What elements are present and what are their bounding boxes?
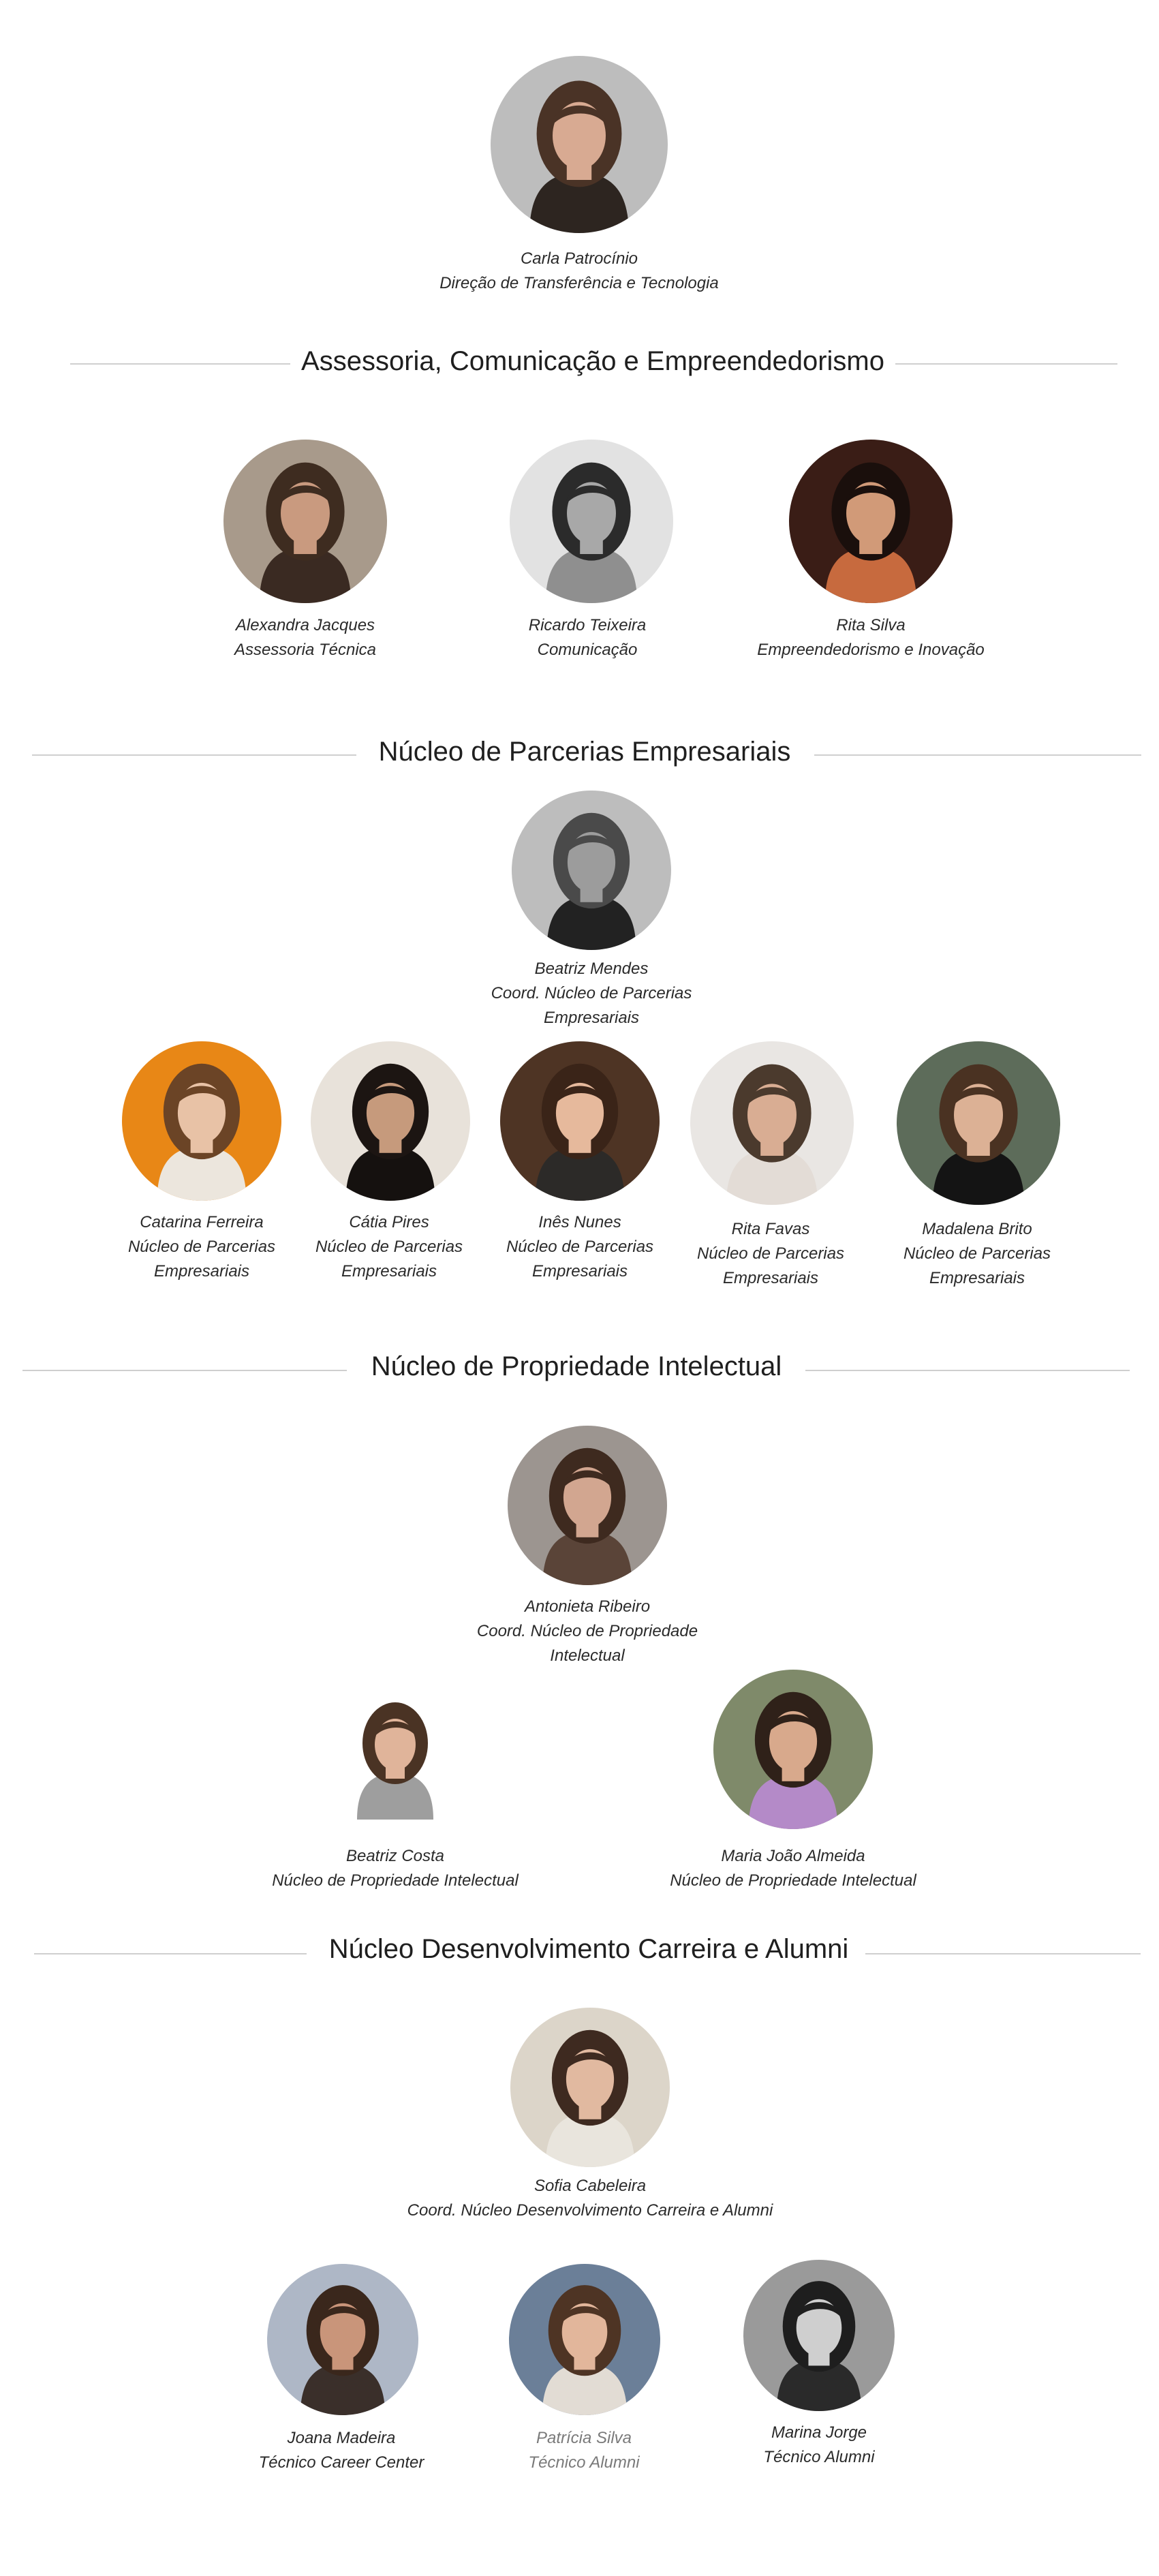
avatar-marina-jorge [743, 2260, 895, 2411]
person-beatriz-costa: Beatriz Costa Núcleo de Propriedade Inte… [252, 1844, 538, 1893]
person-name: Rita Favas [731, 1220, 810, 1238]
person-role: Assessoria Técnica [234, 641, 377, 659]
avatar-catia-pires [311, 1041, 470, 1201]
person-marina-jorge: Marina Jorge Técnico Alumni [676, 2421, 962, 2470]
section-divider-right [865, 1953, 1141, 1954]
avatar-ricardo-teixeira [510, 440, 673, 603]
person-role: Núcleo de Parcerias Empresariais [315, 1238, 463, 1281]
section-title-propriedade: Núcleo de Propriedade Intelectual [360, 1349, 793, 1383]
person-role: Técnico Career Center [258, 2453, 424, 2472]
person-name: Ricardo Teixeira [528, 616, 647, 634]
section-title-carreira: Núcleo Desenvolvimento Carreira e Alumni [318, 1932, 860, 1966]
person-name: Maria João Almeida [721, 1847, 865, 1865]
person-role: Núcleo de Parcerias Empresariais [696, 1244, 845, 1287]
section-divider-right [814, 754, 1141, 756]
avatar-antonieta-ribeiro [508, 1426, 667, 1585]
avatar-catarina-ferreira [122, 1041, 281, 1201]
person-name: Alexandra Jacques [235, 616, 375, 634]
person-ricardo-teixeira: Ricardo Teixeira Comunicação [444, 613, 730, 662]
section-divider-right [805, 1370, 1130, 1371]
person-role: Núcleo de Parcerias Empresariais [903, 1244, 1051, 1287]
person-name: Marina Jorge [771, 2423, 867, 2442]
person-rita-favas: Rita Favas Núcleo de Parcerias Empresari… [689, 1217, 852, 1291]
avatar-carla-patrocinio [491, 56, 668, 233]
avatar-madalena-brito [897, 1041, 1060, 1205]
person-beatriz-mendes: Beatriz Mendes Coord. Núcleo de Parceria… [448, 957, 735, 1030]
avatar-maria-joao-almeida [713, 1670, 873, 1829]
person-name: Cátia Pires [349, 1213, 429, 1231]
person-name: Madalena Brito [922, 1220, 1032, 1238]
person-catarina-ferreira: Catarina Ferreira Núcleo de Parcerias Em… [120, 1210, 283, 1284]
person-carla-patrocinio: Carla Patrocínio Direção de Transferênci… [436, 247, 722, 296]
avatar-joana-madeira [267, 2264, 418, 2415]
person-name: Beatriz Mendes [534, 960, 649, 978]
person-role: Técnico Alumni [528, 2453, 640, 2472]
section-title-assessoria: Assessoria, Comunicação e Empreendedoris… [290, 344, 895, 378]
person-role: Comunicação [537, 641, 638, 659]
avatar-beatriz-costa [341, 1683, 450, 1820]
person-name: Carla Patrocínio [520, 249, 638, 268]
person-rita-silva: Rita Silva Empreendedorismo e Inovação [728, 613, 1014, 662]
person-role: Coord. Núcleo de Parcerias Empresariais [491, 984, 692, 1027]
person-joana-madeira: Joana Madeira Técnico Career Center [198, 2426, 484, 2475]
person-role: Núcleo de Propriedade Intelectual [670, 1871, 916, 1890]
avatar-alexandra-jacques [223, 440, 387, 603]
avatar-rita-favas [690, 1041, 854, 1205]
person-name: Joana Madeira [287, 2429, 396, 2447]
avatar-ines-nunes [500, 1041, 660, 1201]
person-catia-pires: Cátia Pires Núcleo de Parcerias Empresar… [307, 1210, 471, 1284]
person-name: Beatriz Costa [345, 1847, 445, 1865]
section-divider-left [70, 363, 295, 365]
person-name: Patrícia Silva [536, 2429, 632, 2447]
person-role: Empreendedorismo e Inovação [757, 641, 985, 659]
section-title-parcerias: Núcleo de Parcerias Empresariais [367, 735, 802, 769]
section-divider-left [34, 1953, 307, 1954]
person-ines-nunes: Inês Nunes Núcleo de Parcerias Empresari… [498, 1210, 662, 1284]
person-role: Núcleo de Propriedade Intelectual [272, 1871, 519, 1890]
person-role: Núcleo de Parcerias Empresariais [127, 1238, 276, 1281]
section-divider-left [22, 1370, 347, 1371]
avatar-rita-silva [789, 440, 953, 603]
avatar-patricia-silva [509, 2264, 660, 2415]
person-role: Coord. Núcleo Desenvolvimento Carreira e… [407, 2201, 773, 2220]
avatar-beatriz-mendes [512, 791, 671, 950]
avatar-sofia-cabeleira [510, 2008, 670, 2167]
person-name: Inês Nunes [538, 1213, 621, 1231]
section-divider-right [886, 363, 1117, 365]
person-sofia-cabeleira: Sofia Cabeleira Coord. Núcleo Desenvolvi… [372, 2174, 808, 2223]
person-name: Antonieta Ribeiro [524, 1597, 651, 1616]
person-alexandra-jacques: Alexandra Jacques Assessoria Técnica [162, 613, 448, 662]
person-role: Coord. Núcleo de Propriedade Intelectual [476, 1622, 698, 1665]
person-madalena-brito: Madalena Brito Núcleo de Parcerias Empre… [895, 1217, 1059, 1291]
person-name: Rita Silva [836, 616, 906, 634]
person-name: Catarina Ferreira [140, 1213, 264, 1231]
person-maria-joao-almeida: Maria João Almeida Núcleo de Propriedade… [650, 1844, 936, 1893]
person-role: Técnico Alumni [763, 2448, 875, 2466]
section-divider-left [32, 754, 356, 756]
person-name: Sofia Cabeleira [534, 2177, 647, 2195]
person-role: Núcleo de Parcerias Empresariais [506, 1238, 654, 1281]
person-antonieta-ribeiro: Antonieta Ribeiro Coord. Núcleo de Propr… [444, 1595, 730, 1668]
person-role: Direção de Transferência e Tecnologia [439, 274, 719, 292]
person-patricia-silva: Patrícia Silva Técnico Alumni [441, 2426, 727, 2475]
